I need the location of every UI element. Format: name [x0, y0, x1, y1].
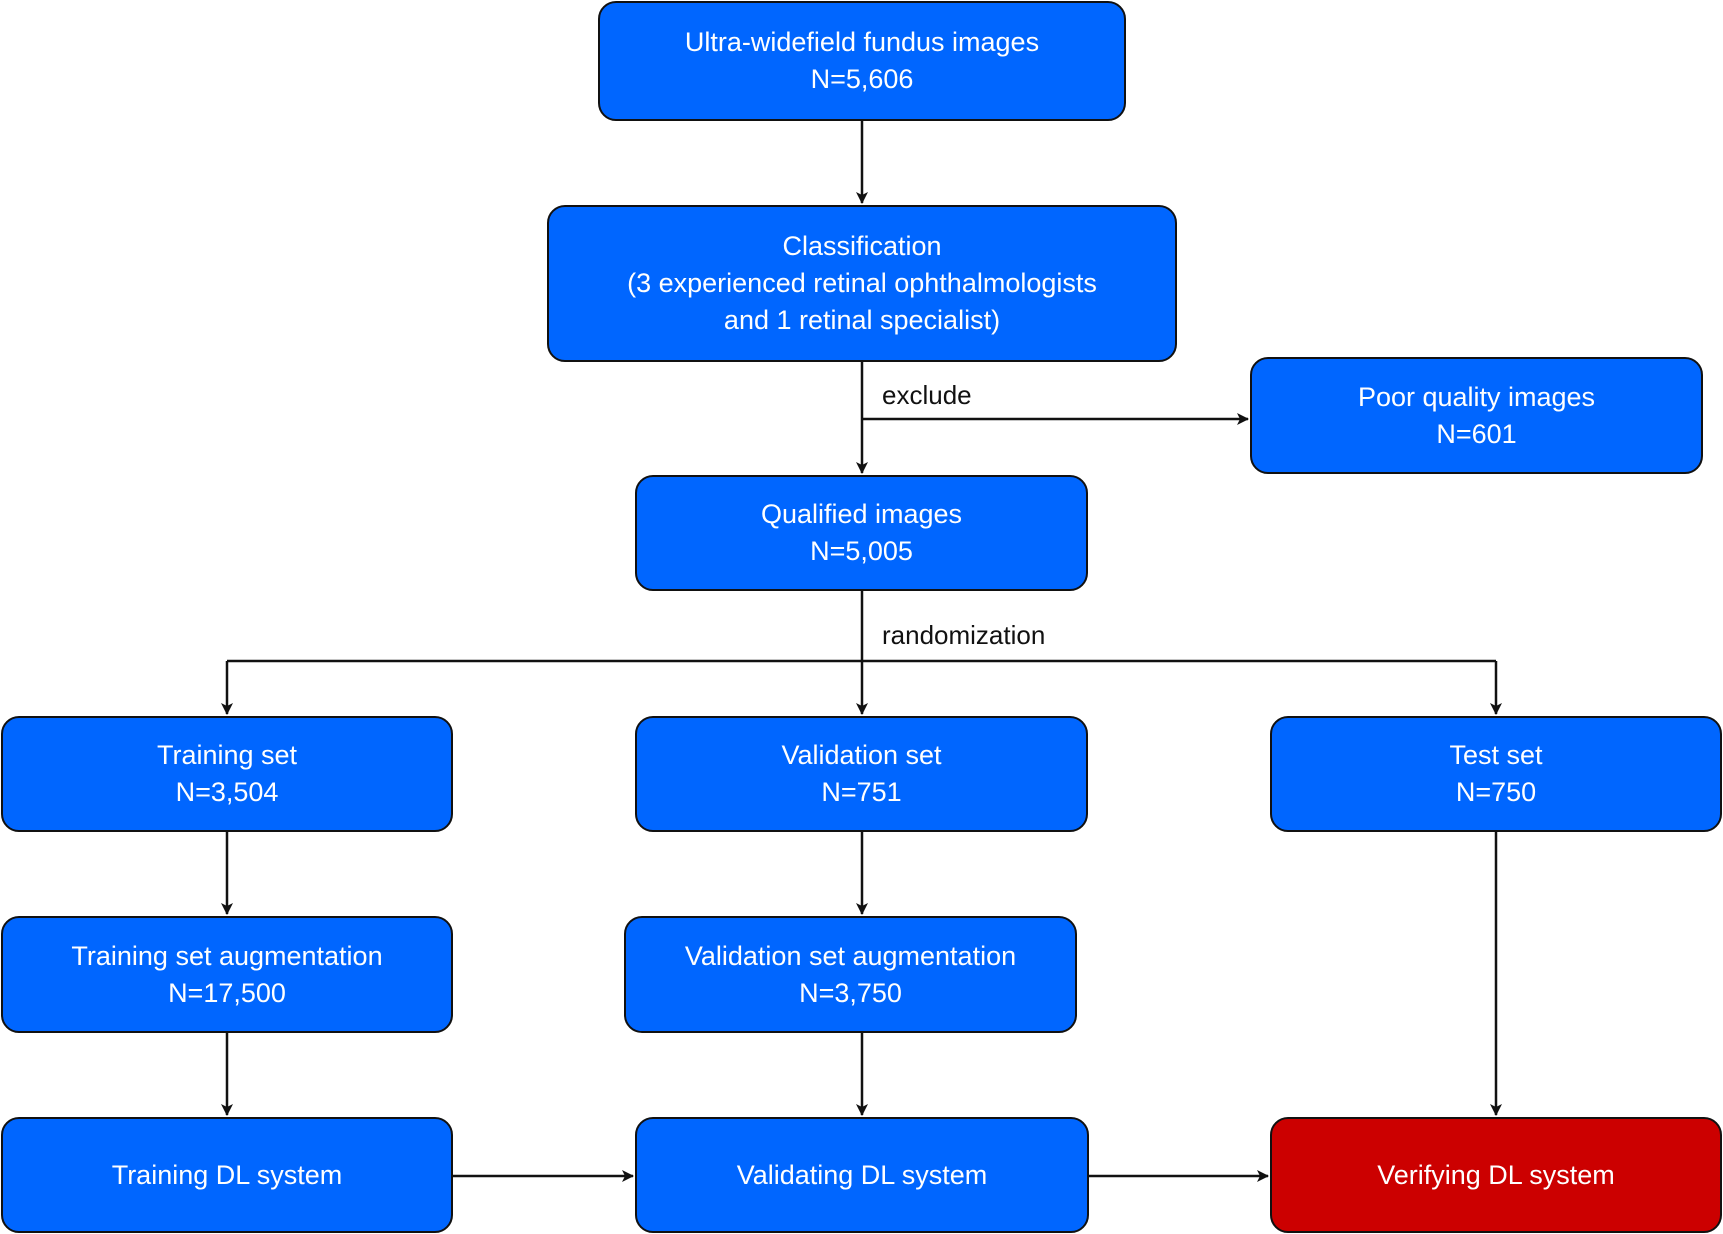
node-qualified-count: N=5,005: [810, 536, 913, 566]
node-classification-detail-2: and 1 retinal specialist): [723, 305, 1001, 335]
edge-label-randomization: randomization: [882, 620, 1046, 650]
node-classification-title: Classification: [782, 231, 942, 261]
node-training-set-title: Training set: [156, 740, 298, 770]
node-training-set-count: N=3,504: [175, 777, 279, 807]
node-qualified-title: Qualified images: [760, 499, 963, 529]
node-validation-set-title: Validation set: [781, 740, 942, 770]
node-validating-dl-title: Validating DL system: [736, 1159, 988, 1190]
node-training-aug-title: Training set augmentation: [71, 940, 383, 971]
node-validation-aug-count: N=3,750: [799, 977, 902, 1008]
node-fundus-images-title: Ultra-widefield fundus images: [684, 27, 1040, 57]
node-validation-set-count: N=751: [821, 777, 902, 807]
node-poor-quality-count: N=601: [1436, 418, 1517, 449]
node-validation-set: Validation set N=751: [635, 716, 1088, 832]
node-fundus-images: Ultra-widefield fundus images N=5,606: [598, 1, 1126, 121]
node-training-dl-system: Training DL system: [1, 1117, 453, 1233]
node-validation-aug-title: Validation set augmentation: [684, 940, 1017, 971]
node-test-set-count: N=750: [1455, 777, 1537, 807]
node-poor-quality-images: Poor quality images N=601: [1250, 357, 1703, 474]
node-validation-set-augmentation: Validation set augmentation N=3,750: [624, 916, 1077, 1033]
node-classification-detail-1: (3 experienced retinal ophthalmologists: [627, 268, 1097, 298]
node-poor-quality-title: Poor quality images: [1357, 381, 1596, 412]
node-training-set: Training set N=3,504: [1, 716, 453, 832]
node-verifying-dl-title: Verifying DL system: [1377, 1159, 1615, 1190]
node-fundus-images-count: N=5,606: [810, 64, 914, 94]
node-test-set-title: Test set: [1449, 740, 1543, 770]
node-test-set: Test set N=750: [1270, 716, 1722, 832]
node-validating-dl-system: Validating DL system: [635, 1117, 1089, 1233]
node-qualified-images: Qualified images N=5,005: [635, 475, 1088, 591]
node-training-dl-title: Training DL system: [111, 1159, 343, 1190]
node-training-aug-count: N=17,500: [168, 977, 286, 1008]
node-verifying-dl-system: Verifying DL system: [1270, 1117, 1722, 1233]
node-training-set-augmentation: Training set augmentation N=17,500: [1, 916, 453, 1033]
edge-label-exclude: exclude: [882, 380, 972, 410]
node-classification: Classification (3 experienced retinal op…: [547, 205, 1177, 362]
